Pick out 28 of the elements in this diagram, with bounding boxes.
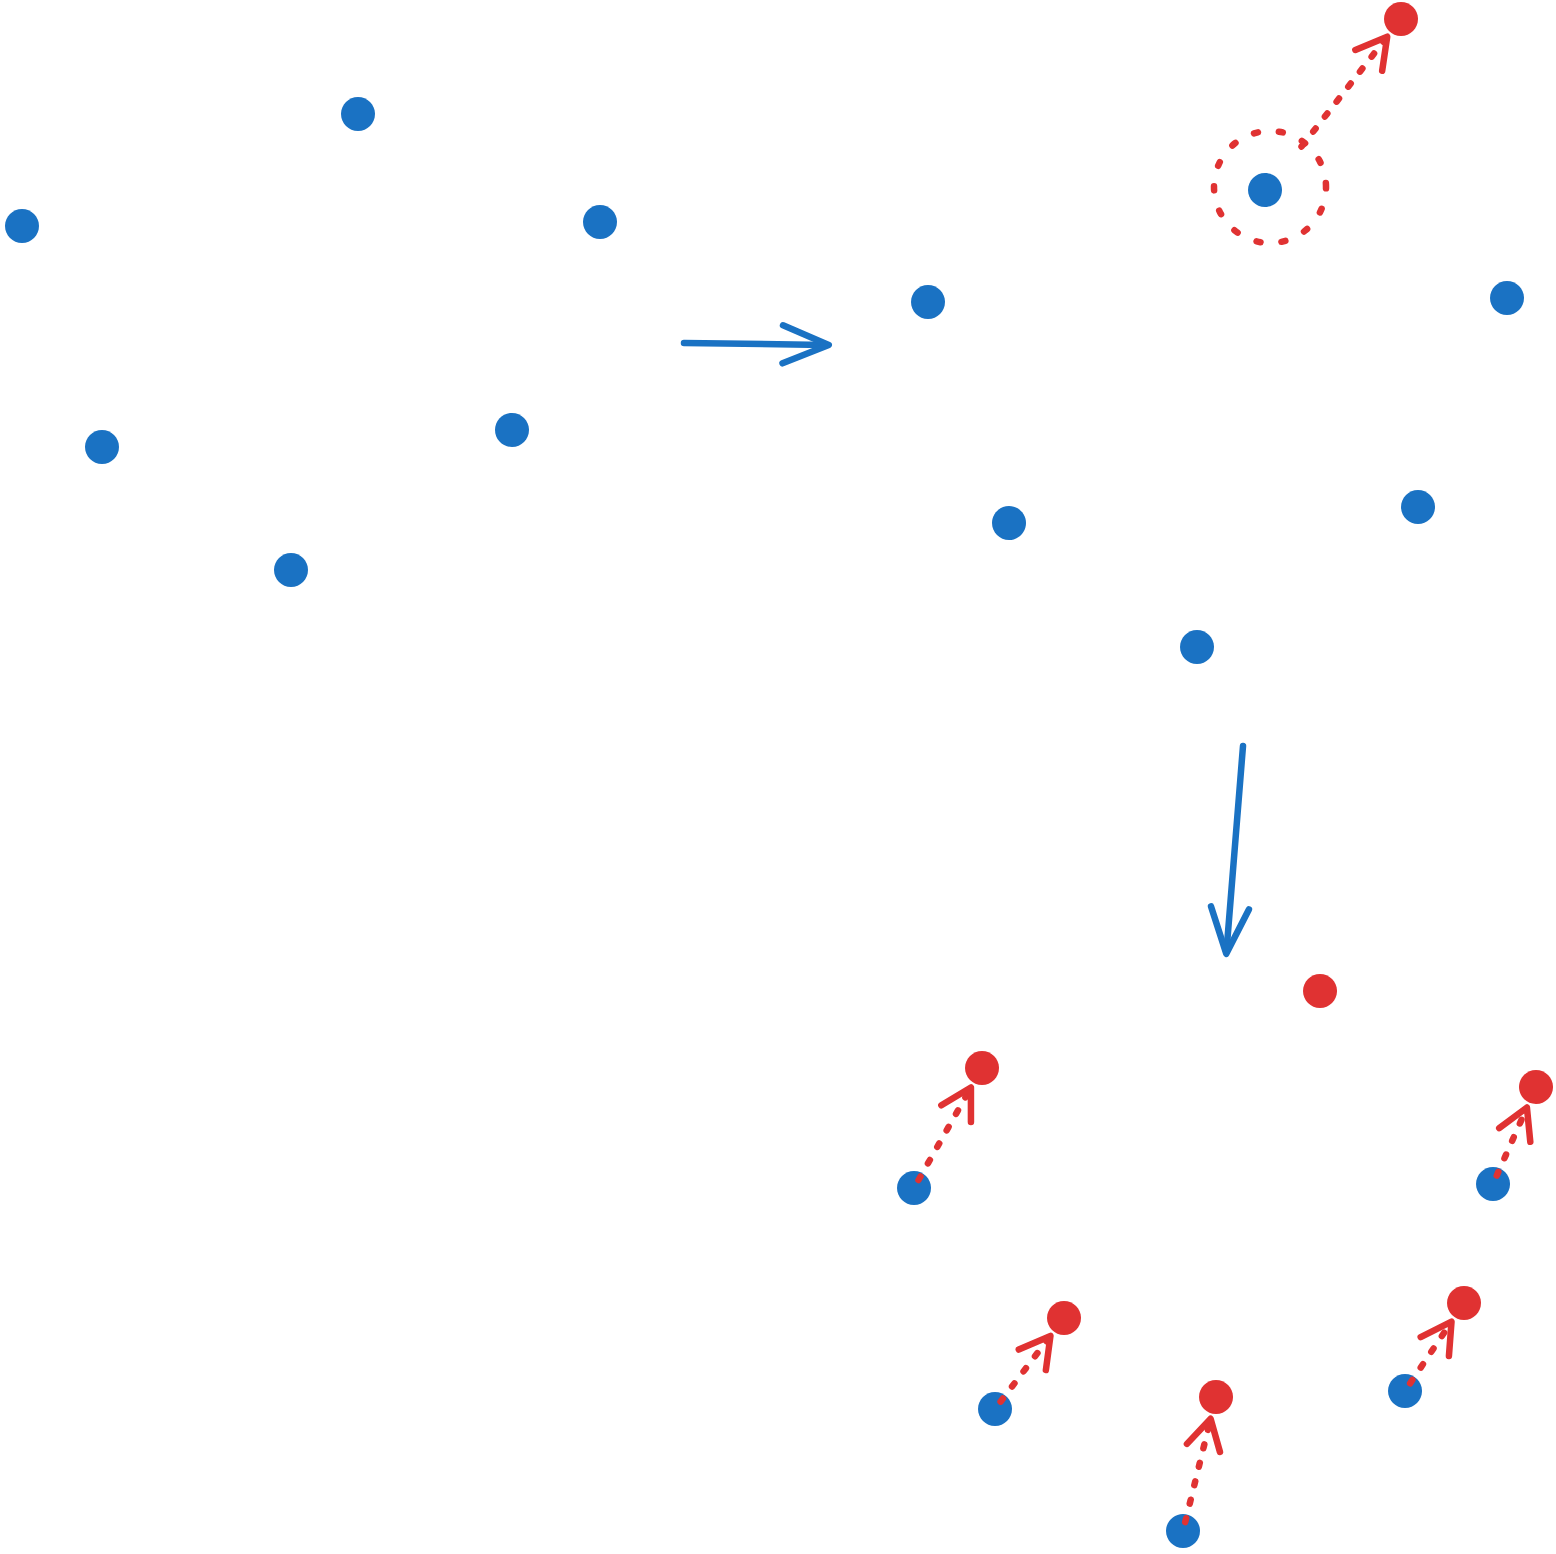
dot bbox=[1519, 1070, 1553, 1104]
dot bbox=[85, 430, 119, 464]
dot bbox=[583, 205, 617, 239]
dot bbox=[911, 285, 945, 319]
dotted-arrow bbox=[1181, 1415, 1224, 1526]
dot bbox=[341, 97, 375, 131]
dot bbox=[1388, 1374, 1422, 1408]
dot bbox=[992, 506, 1026, 540]
dot bbox=[5, 209, 39, 243]
dot bbox=[495, 413, 529, 447]
dot bbox=[978, 1392, 1012, 1426]
dot bbox=[274, 553, 308, 587]
dot bbox=[1490, 281, 1524, 315]
dot bbox=[1166, 1514, 1200, 1548]
dot bbox=[1199, 1380, 1233, 1414]
dot bbox=[1447, 1286, 1481, 1320]
dotted-arrow bbox=[915, 1084, 975, 1184]
dot bbox=[1248, 173, 1282, 207]
dot bbox=[1401, 490, 1435, 524]
dot bbox=[1303, 974, 1337, 1008]
dot bbox=[1476, 1167, 1510, 1201]
dot bbox=[897, 1171, 931, 1205]
dotted-arrow bbox=[1298, 33, 1391, 150]
dot bbox=[1047, 1301, 1081, 1335]
dashed-ring bbox=[1210, 127, 1330, 247]
dot bbox=[1384, 2, 1418, 36]
dot bbox=[1180, 630, 1214, 664]
dot bbox=[965, 1051, 999, 1085]
